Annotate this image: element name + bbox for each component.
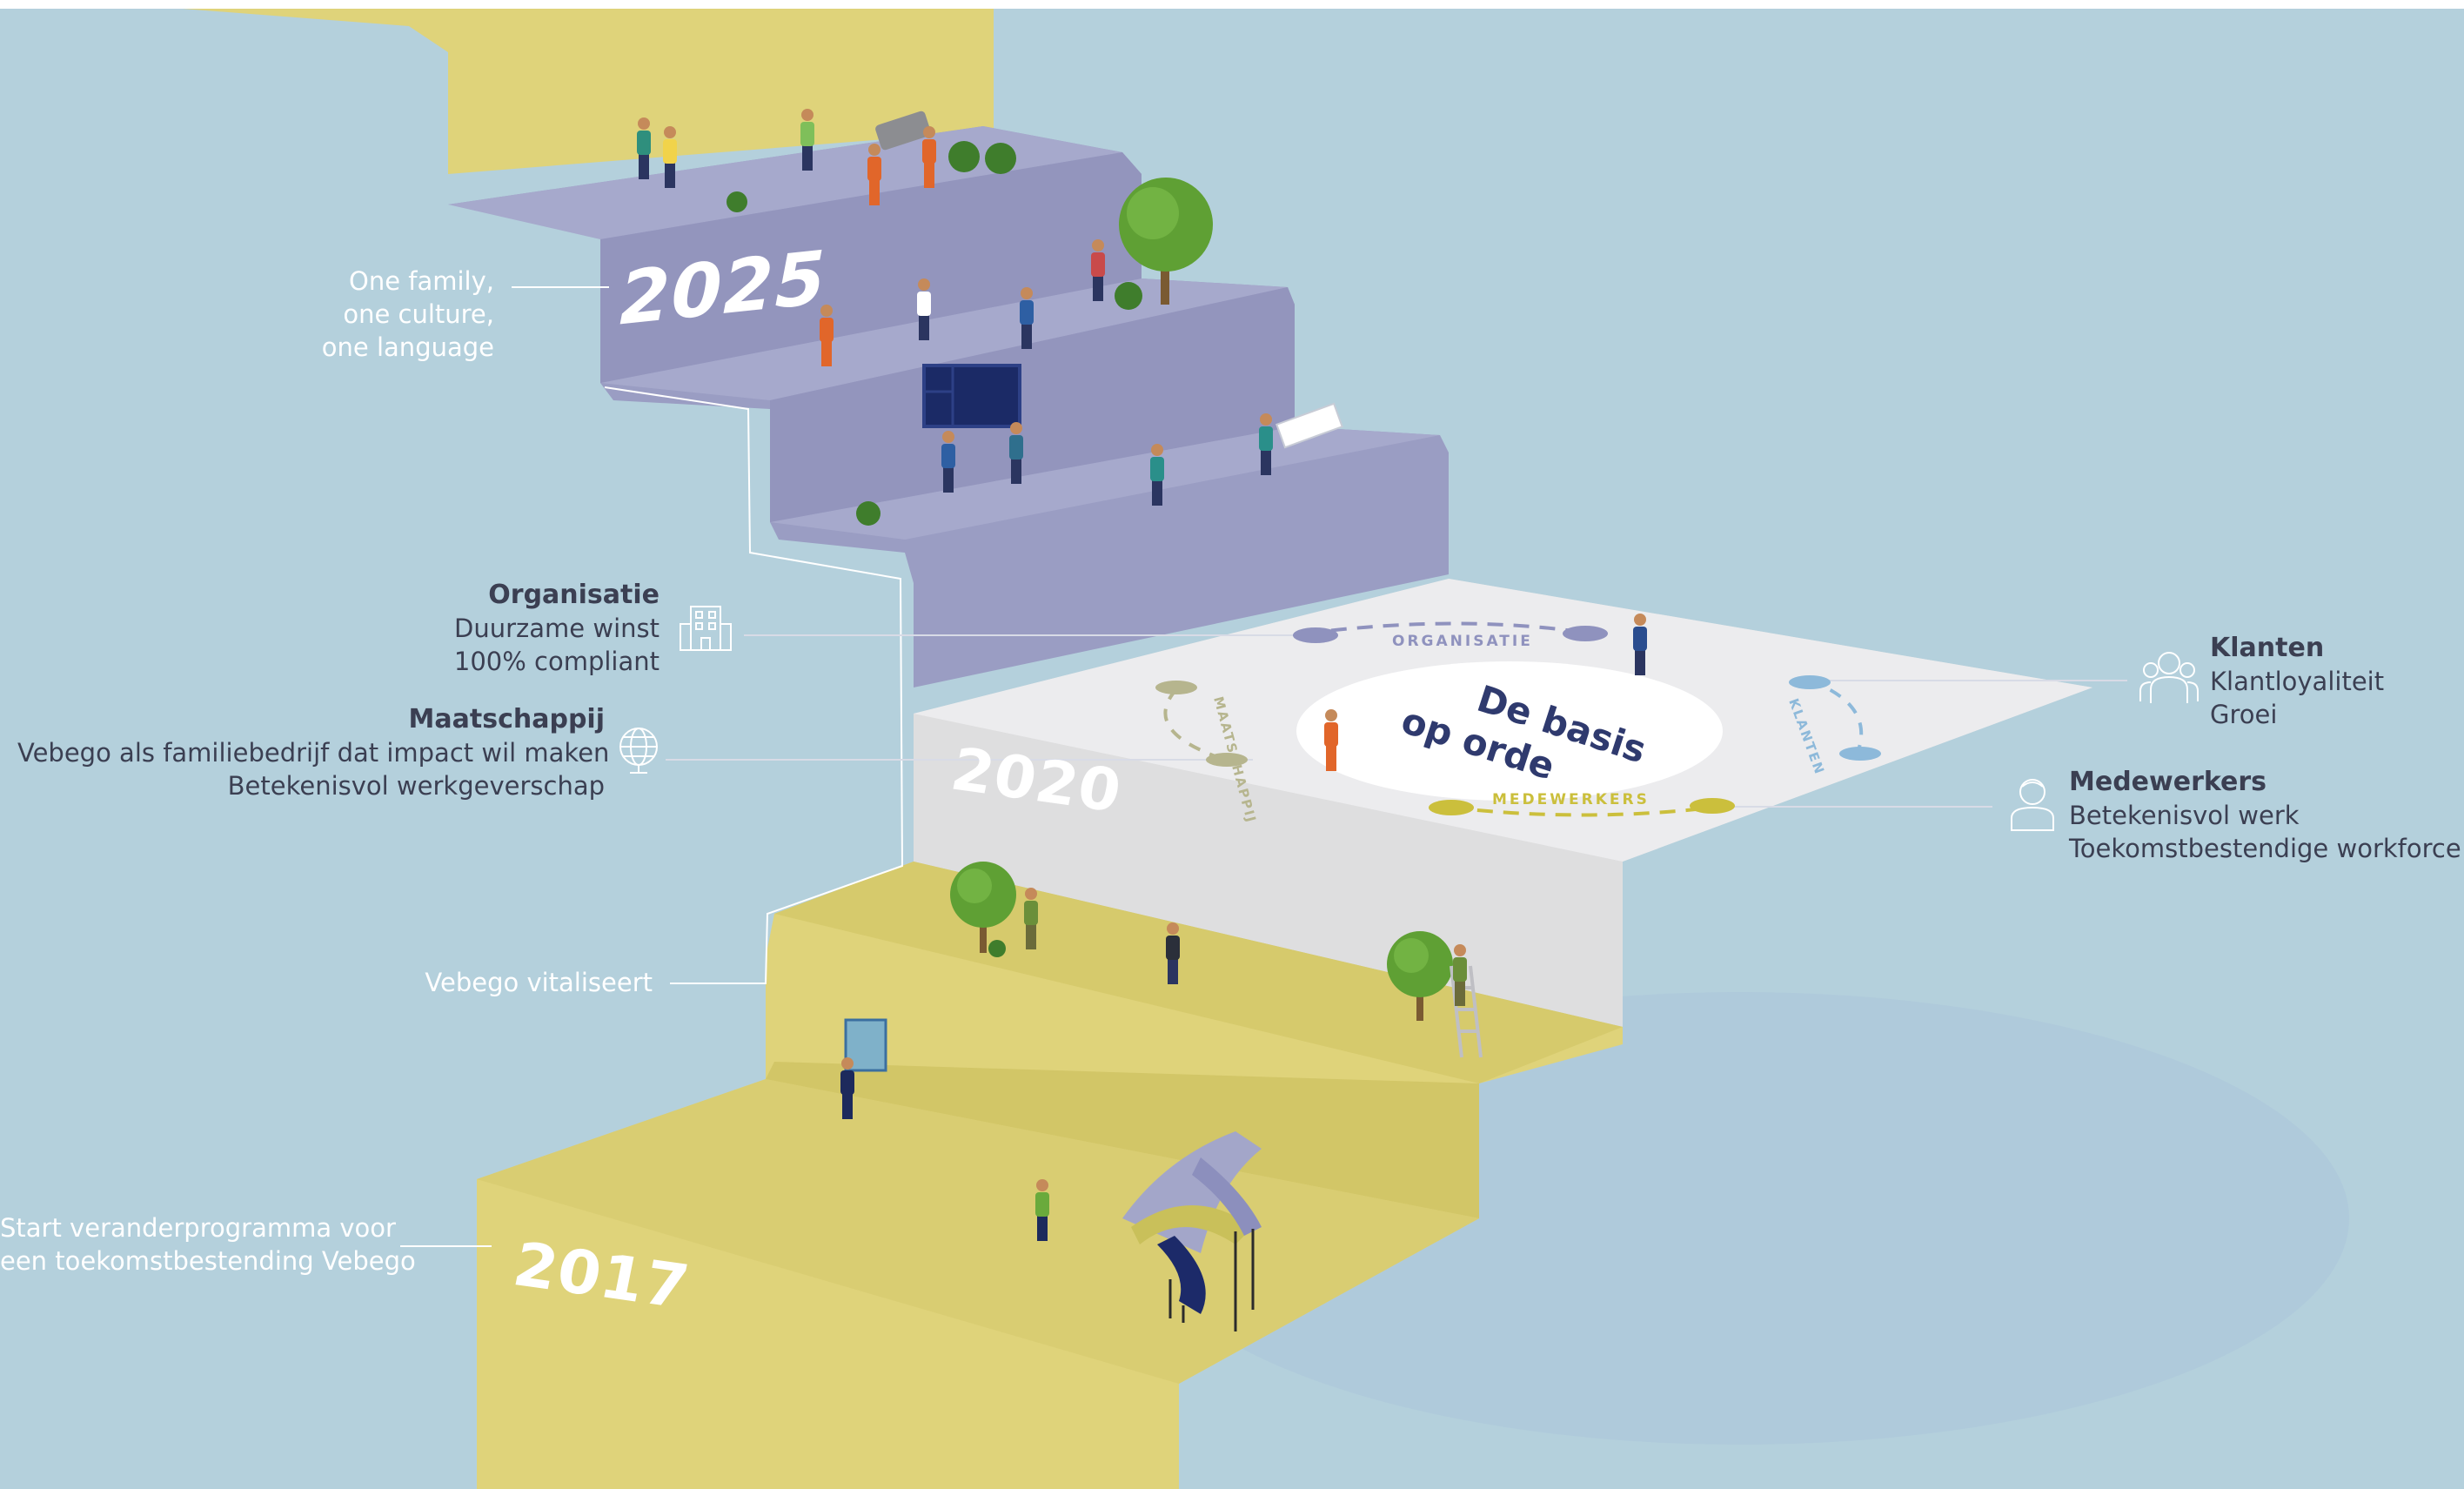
ring-label-organisatie: ORGANISATIE [1392,633,1533,650]
ring-dot [1206,753,1248,767]
pillar-organisatie: Organisatie Duurzame winst 100% complian… [374,579,660,678]
pillar-maatschappij: Maatschappij Vebego als familiebedrijf d… [17,703,610,802]
person-figure [1633,614,1647,675]
label-one-family-line1: One family, [349,266,494,296]
top-yellow-wall [183,9,994,174]
hospital-bed [1276,402,1343,449]
person-figure [1150,444,1164,506]
label-one-family: One family, one culture, one language [261,265,494,364]
person-figure [1024,888,1038,949]
riser-yellow-1 [766,1062,1479,1218]
pillar-klanten-line2: Groei [2210,700,2278,729]
person-figure [1020,287,1034,349]
ring-maatschappij [1163,687,1226,761]
person-figure [840,1057,854,1119]
pillar-medewerkers-line2: Toekomstbestendige workforce [2069,834,2461,863]
person-figure [1166,922,1180,984]
top-band [0,0,2464,9]
pillar-organisatie-line2: 100% compliant [453,647,660,676]
person-figure [867,144,881,205]
connector-lines [400,286,904,1247]
customers-group-icon [2139,652,2199,703]
riser-2 [770,287,1295,522]
tree [1119,178,1213,305]
ring-dot [1563,626,1608,641]
pillar-organisatie-title: Organisatie [488,580,660,610]
connector-vitaliseert [604,386,904,984]
ring-dot [1789,675,1831,689]
ring-medewerkers [1450,806,1713,817]
pillar-maatschappij-line1: Vebego als familiebedrijf dat impact wil… [17,738,610,768]
person-figure [917,278,931,340]
pillar-maatschappij-line2: Betekenisvol werkgeverschap [227,771,605,801]
ring-dot [1839,747,1881,761]
couch [875,111,931,151]
label-vitaliseert: Vebego vitaliseert [425,968,653,997]
pillar-organisatie-line1: Duurzame winst [454,614,660,643]
office-building-icon [680,606,732,651]
riser-1 [600,152,1142,383]
person-figure [1453,944,1467,1006]
person-figure [800,109,814,171]
label-one-family-line2: one culture, [343,299,494,329]
pillar-medewerkers-line1: Betekenisvol werk [2069,801,2300,830]
employee-icon [2011,779,2054,831]
person-figure [637,117,651,179]
person-figure [941,431,955,493]
pillar-klanten: Klanten Klantloyaliteit Groei [2210,632,2454,731]
tread-step-3 [770,426,1440,540]
ring-organisatie [1304,621,1593,635]
ring-label-medewerkers: MEDEWERKERS [1492,791,1650,808]
tree [950,862,1016,953]
ring-dot [1690,798,1735,814]
person-figure [922,126,936,188]
ring-dot [1155,681,1197,694]
basis-center-ellipse [1296,661,1723,801]
person-figure [1009,422,1023,484]
ring-klanten [1809,679,1864,754]
pillar-klanten-title: Klanten [2210,633,2325,663]
label-start-program: Start veranderprogramma voor een toekoms… [0,1211,416,1278]
globe-icon [619,728,658,774]
person-figure [820,305,834,366]
ring-dot [1429,800,1474,815]
pillar-medewerkers: Medewerkers Betekenisvol werk Toekomstbe… [2069,766,2461,865]
pillar-klanten-line1: Klantloyaliteit [2210,667,2385,696]
vebego-logo-sculpture [1122,1131,1262,1331]
label-start-line1: Start veranderprogramma voor [0,1213,396,1243]
pillar-medewerkers-title: Medewerkers [2069,767,2267,797]
tread-step-2 [600,278,1288,400]
bushes [726,141,1142,957]
window [922,364,1021,428]
person-figure [1035,1179,1049,1241]
pillar-connectors [666,634,2127,808]
person-figure [663,126,677,188]
pillar-maatschappij-title: Maatschappij [408,704,605,734]
ring-dot [1293,627,1338,643]
label-one-family-line3: one language [321,332,494,362]
person-figure [1091,239,1105,301]
tread-2017 [477,1079,1479,1384]
tree [1387,931,1453,1021]
person-figure [1259,413,1273,475]
person-figure [1324,709,1338,771]
people-group [637,109,1647,1241]
label-start-line2: een toekomstbestending Vebego [0,1246,416,1276]
